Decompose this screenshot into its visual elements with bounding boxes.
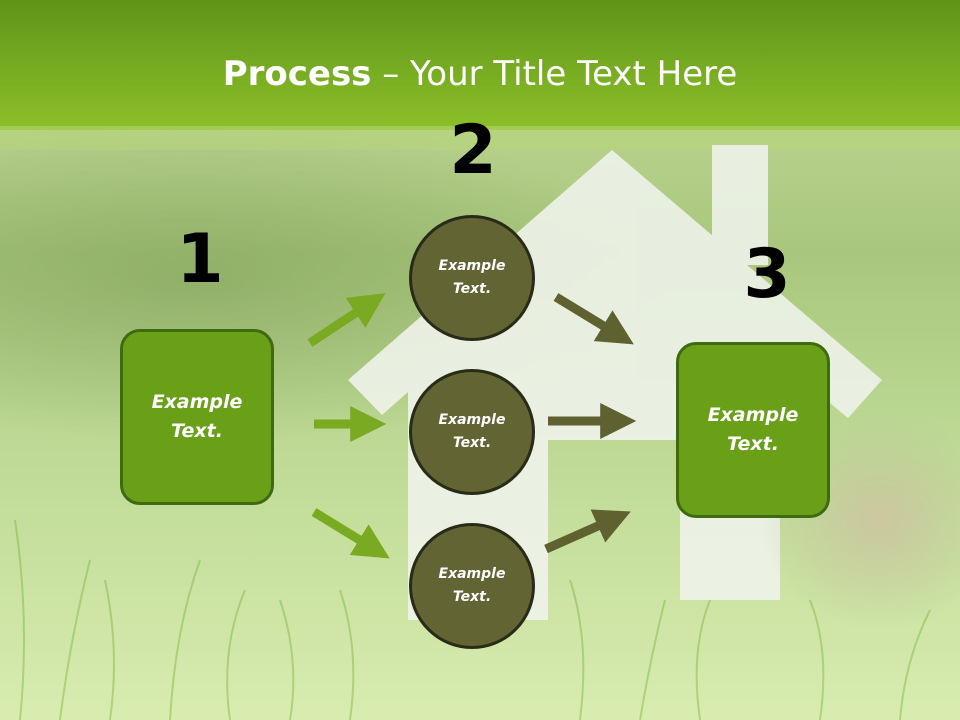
circle-node-top: Example Text.: [409, 215, 535, 341]
slide-title-bold: Process: [222, 54, 372, 94]
slide-title-rest: – Your Title Text Here: [371, 54, 738, 94]
right-box-label: Example Text.: [707, 404, 799, 455]
circle-bottom-label: Example Text.: [438, 566, 506, 605]
step-number-3: 3: [743, 235, 791, 314]
circle-middle-label: Example Text.: [438, 412, 506, 451]
circle-node-middle: Example Text.: [409, 369, 535, 495]
circle-top-label: Example Text.: [438, 258, 506, 297]
left-process-box: Example Text.: [120, 329, 274, 505]
step-number-2: 2: [449, 111, 497, 190]
slide-title: Process – Your Title Text Here: [0, 52, 960, 96]
circle-node-bottom: Example Text.: [409, 523, 535, 649]
step-number-1: 1: [176, 220, 224, 299]
right-process-box: Example Text.: [676, 342, 830, 518]
left-box-label: Example Text.: [151, 391, 243, 442]
